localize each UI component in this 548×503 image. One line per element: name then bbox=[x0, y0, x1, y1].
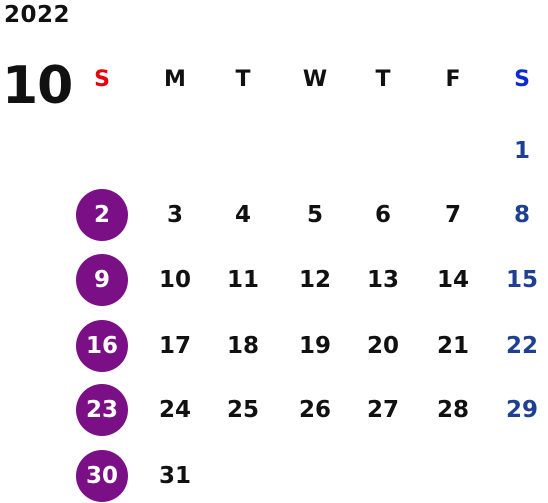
day-cell-saturday: 1 bbox=[513, 138, 530, 164]
day-cell-monday: 3 bbox=[166, 202, 183, 228]
sunday-highlight-circle: 23 bbox=[76, 384, 128, 436]
weekday-header-wednesday: W bbox=[302, 67, 328, 92]
day-cell-tuesday: 4 bbox=[234, 202, 251, 228]
day-cell-friday: 14 bbox=[436, 267, 469, 293]
day-cell-tuesday: 25 bbox=[226, 397, 259, 423]
day-cell-monday: 17 bbox=[158, 333, 191, 359]
day-cell-tuesday: 18 bbox=[226, 333, 259, 359]
day-cell-wednesday: 5 bbox=[306, 202, 323, 228]
day-cell-monday: 31 bbox=[158, 463, 191, 489]
day-cell-saturday: 8 bbox=[513, 202, 530, 228]
weekday-header-tuesday: T bbox=[235, 67, 251, 92]
day-cell-wednesday: 19 bbox=[298, 333, 331, 359]
calendar-year: 2022 bbox=[4, 2, 71, 28]
day-cell-friday: 21 bbox=[436, 333, 469, 359]
sunday-highlight-circle: 30 bbox=[76, 450, 128, 502]
day-cell-wednesday: 12 bbox=[298, 267, 331, 293]
day-cell-sunday: 16 bbox=[72, 320, 132, 372]
weekday-header-sunday: S bbox=[94, 67, 110, 92]
day-cell-saturday: 15 bbox=[505, 267, 538, 293]
day-cell-sunday: 2 bbox=[72, 189, 132, 241]
sunday-highlight-circle: 16 bbox=[76, 320, 128, 372]
day-cell-thursday: 20 bbox=[366, 333, 399, 359]
weekday-header-friday: F bbox=[445, 67, 461, 92]
day-cell-tuesday: 11 bbox=[226, 267, 259, 293]
day-cell-thursday: 6 bbox=[374, 202, 391, 228]
day-cell-saturday: 22 bbox=[505, 333, 538, 359]
day-cell-sunday: 23 bbox=[72, 384, 132, 436]
day-cell-wednesday: 26 bbox=[298, 397, 331, 423]
day-cell-saturday: 29 bbox=[505, 397, 538, 423]
day-cell-monday: 10 bbox=[158, 267, 191, 293]
weekday-header-thursday: T bbox=[375, 67, 391, 92]
calendar-month: 10 bbox=[2, 56, 73, 116]
day-cell-thursday: 13 bbox=[366, 267, 399, 293]
weekday-header-monday: M bbox=[164, 67, 186, 92]
weekday-header-saturday: S bbox=[514, 67, 530, 92]
day-cell-friday: 28 bbox=[436, 397, 469, 423]
day-cell-sunday: 9 bbox=[72, 254, 132, 306]
sunday-highlight-circle: 2 bbox=[76, 189, 128, 241]
day-cell-friday: 7 bbox=[444, 202, 461, 228]
sunday-highlight-circle: 9 bbox=[76, 254, 128, 306]
day-cell-monday: 24 bbox=[158, 397, 191, 423]
day-cell-thursday: 27 bbox=[366, 397, 399, 423]
day-cell-sunday: 30 bbox=[72, 450, 132, 502]
